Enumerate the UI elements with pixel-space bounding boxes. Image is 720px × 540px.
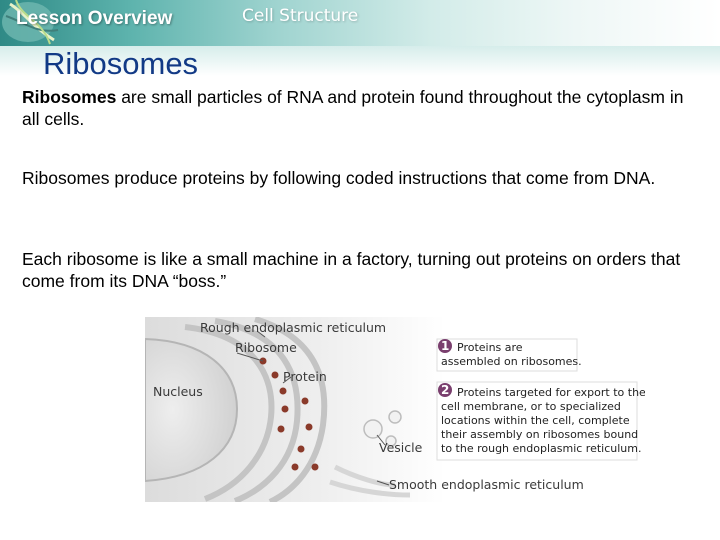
leader-lines xyxy=(236,330,390,486)
callout-2-number: 2 xyxy=(441,383,449,397)
label-vesicle: Vesicle xyxy=(379,440,423,455)
smooth-er-membranes xyxy=(329,464,411,498)
ribosome xyxy=(305,423,313,431)
ribosome xyxy=(297,445,305,453)
callout-1-number: 1 xyxy=(441,339,449,353)
callout-1-line-2: assembled on ribosomes. xyxy=(441,355,582,368)
vesicles xyxy=(363,410,402,447)
paragraph-2: Ribosomes produce proteins by following … xyxy=(22,168,656,188)
dna-logo-icon xyxy=(2,0,59,45)
ribosome xyxy=(301,397,309,405)
ribosome xyxy=(291,463,299,471)
label-ribosome: Ribosome xyxy=(235,340,297,355)
callout-1-box xyxy=(436,338,578,372)
vesicle xyxy=(363,419,383,439)
paragraph-1: Ribosomes are small particles of RNA and… xyxy=(22,86,692,130)
ribosome-diagram: Rough endoplasmic reticulum Ribosome Pro… xyxy=(145,317,645,502)
vesicle xyxy=(385,435,397,447)
ribosome xyxy=(271,371,279,379)
label-protein: Protein xyxy=(283,369,327,384)
rough-er-membranes xyxy=(184,317,328,502)
callout-2-badge xyxy=(438,383,452,397)
ribosome xyxy=(281,405,289,413)
ribosome xyxy=(279,387,287,395)
topic-label: Cell Structure xyxy=(242,6,359,26)
nucleus-shape xyxy=(145,337,239,483)
paragraph-3: Each ribosome is like a small machine in… xyxy=(22,249,681,291)
header-fade xyxy=(0,46,720,76)
slide-title: Ribosomes xyxy=(43,46,199,81)
label-rough-er: Rough endoplasmic reticulum xyxy=(200,320,386,335)
callout-2-box xyxy=(436,381,638,461)
header-banner xyxy=(0,0,720,46)
callout-2-line-3: locations within the cell, complete xyxy=(441,414,630,427)
ribosome xyxy=(277,425,285,433)
ribosome-dots xyxy=(259,357,319,471)
callout-2: 2 Proteins targeted for export to the ce… xyxy=(436,381,645,461)
paragraph-1-text: are small particles of RNA and protein f… xyxy=(22,87,684,129)
callout-1: 1 Proteins are assembled on ribosomes. xyxy=(436,338,582,372)
callout-1-line-1: Proteins are xyxy=(457,341,523,354)
callout-2-line-5: to the rough endoplasmic reticulum. xyxy=(441,442,641,455)
callout-2-line-4: their assembly on ribosomes bound xyxy=(441,428,638,441)
paragraph-1-bold: Ribosomes xyxy=(22,87,117,107)
lesson-overview-label: Lesson Overview xyxy=(16,8,173,29)
vesicle xyxy=(388,410,402,424)
label-smooth-er: Smooth endoplasmic reticulum xyxy=(389,477,584,492)
label-nucleus: Nucleus xyxy=(153,384,203,399)
callout-2-line-1: Proteins targeted for export to the xyxy=(457,386,645,399)
callout-1-badge xyxy=(438,339,452,353)
ribosome xyxy=(311,463,319,471)
callout-2-line-2: cell membrane, or to specialized xyxy=(441,400,621,413)
